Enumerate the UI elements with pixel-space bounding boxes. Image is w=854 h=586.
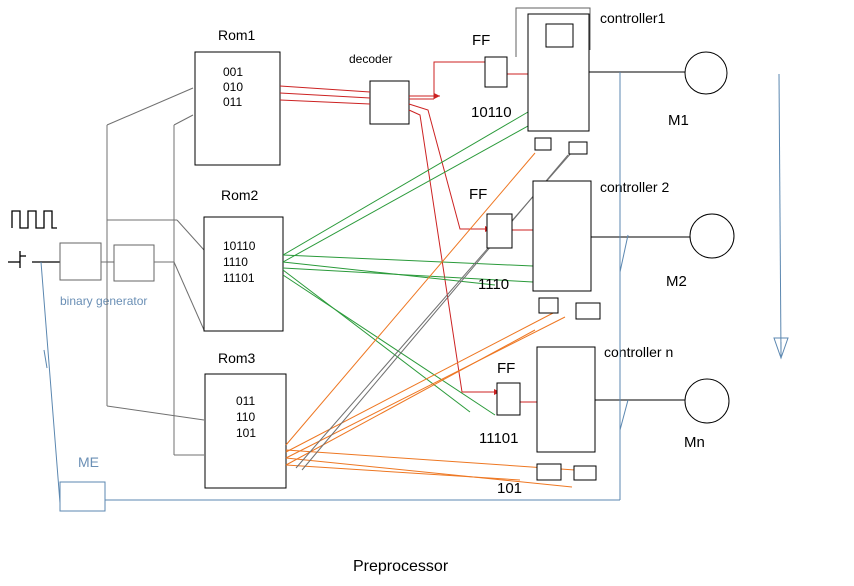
controllern-input-a xyxy=(536,463,562,481)
controller1-input-a xyxy=(534,137,552,151)
decoder-block xyxy=(369,80,410,125)
gray-signal-lines xyxy=(295,151,573,471)
motor-connections xyxy=(589,71,690,401)
red-signal-lines xyxy=(279,61,538,403)
controllern-block xyxy=(536,346,596,453)
rom2-code-1: 10110 xyxy=(223,239,256,253)
ff2-code: 1110 xyxy=(478,276,509,293)
down-arrow-icon xyxy=(773,337,789,360)
controller2-input-a xyxy=(538,297,559,314)
rom2-title: Rom2 xyxy=(221,187,259,203)
controller2-input-b xyxy=(575,302,601,320)
rom3-code-1: 011 xyxy=(236,394,255,408)
green-signal-lines xyxy=(282,111,534,416)
rom3-title: Rom3 xyxy=(218,350,256,366)
ff1-code: 10110 xyxy=(471,104,512,121)
controllern-input-b xyxy=(573,465,597,481)
rom2-code-3: 11101 xyxy=(223,271,255,285)
rom1-code-2: 010 xyxy=(223,80,243,94)
motor2-label: M2 xyxy=(666,273,687,290)
me-label: ME xyxy=(78,454,99,470)
ff3-block xyxy=(496,382,521,416)
ff3-code: 11101 xyxy=(479,430,519,447)
rom3-code-2: 110 xyxy=(236,410,255,424)
me-block xyxy=(59,481,106,512)
ff2-label: FF xyxy=(469,186,487,203)
ff1-block xyxy=(484,56,508,88)
rom1-code-3: 011 xyxy=(223,95,242,109)
generator-to-rom-connections xyxy=(101,87,205,456)
rom2-block xyxy=(203,216,284,332)
motorn-label: Mn xyxy=(684,434,705,451)
rom3-code-3: 101 xyxy=(236,426,256,440)
controller2-block xyxy=(532,180,592,292)
binary-generator-label: binary generator xyxy=(60,294,147,308)
binary-generator-block-2 xyxy=(113,244,155,282)
controllern-label: controller n xyxy=(604,344,673,360)
rom3-block xyxy=(204,373,287,489)
clock-signal-icon xyxy=(11,210,57,229)
motor1-icon xyxy=(684,51,728,95)
rom1-title: Rom1 xyxy=(218,27,256,43)
ff3-label: FF xyxy=(497,360,515,377)
controller1-input-b xyxy=(568,141,588,155)
motorn-icon xyxy=(684,378,730,424)
motor2-icon xyxy=(689,213,735,259)
controller1-inner xyxy=(545,23,574,48)
diagram-caption: Preprocessor xyxy=(353,558,449,575)
ff1-label: FF xyxy=(472,32,490,49)
rom1-block xyxy=(194,51,281,166)
rom3-output-code: 101 xyxy=(497,480,522,497)
ff2-block xyxy=(486,213,513,249)
controller1-label: controller1 xyxy=(600,10,666,26)
decoder-label: decoder xyxy=(349,52,392,66)
rom2-code-2: 1110 xyxy=(223,255,248,269)
input-symbol xyxy=(8,251,60,268)
motor1-label: M1 xyxy=(668,112,689,129)
controller2-label: controller 2 xyxy=(600,179,669,195)
binary-generator-block-1 xyxy=(59,242,102,281)
rom1-code-1: 001 xyxy=(223,65,243,79)
